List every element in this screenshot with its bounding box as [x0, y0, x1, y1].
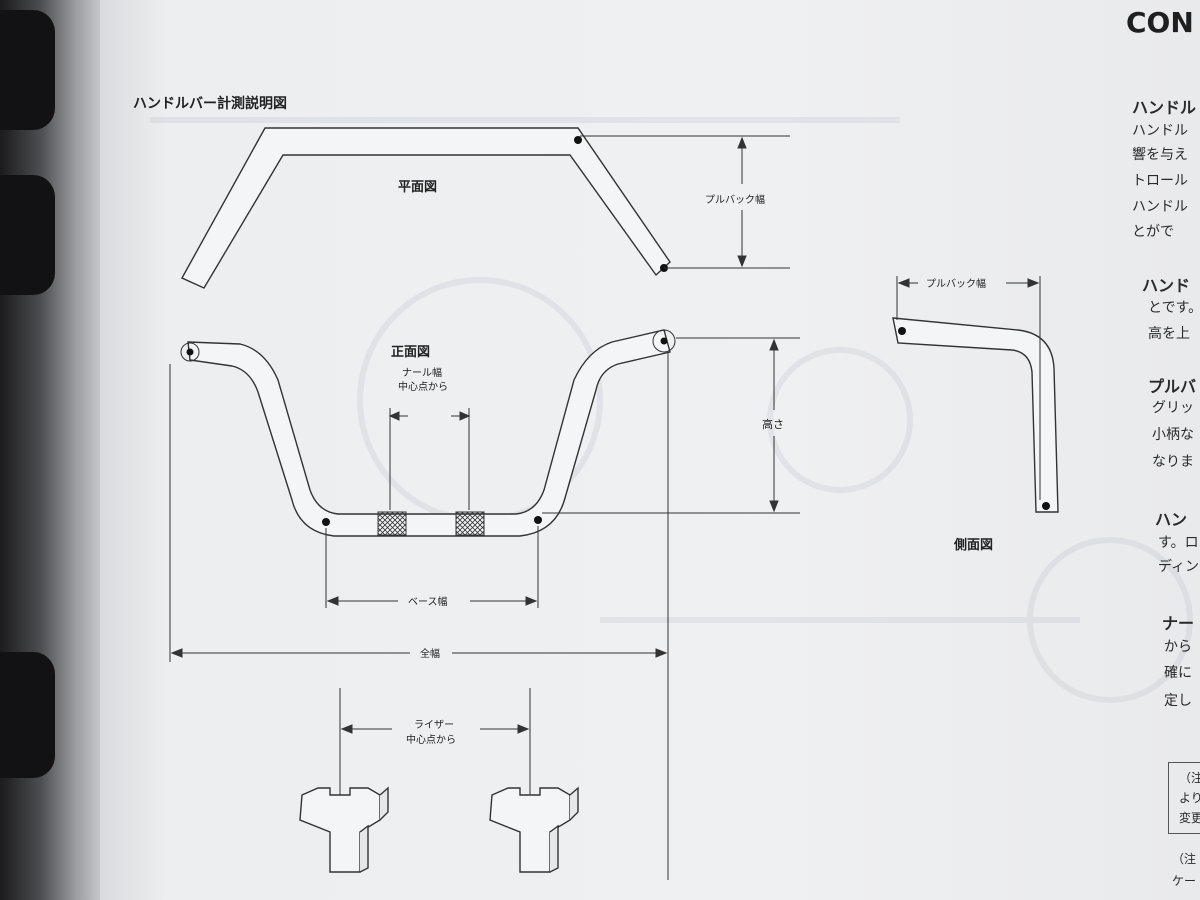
right-column-line: ハン: [1155, 510, 1188, 529]
right-column-header: CON: [1126, 6, 1194, 39]
right-column-line: 高を上: [1148, 326, 1190, 342]
overall-width-dimension: [169, 352, 669, 880]
front-view-bar: [187, 329, 671, 537]
right-column-line: とです。: [1148, 300, 1200, 316]
right-column-line: ハンド: [1142, 276, 1191, 295]
right-column-line: グリッ: [1152, 400, 1194, 416]
note-line: （注: [1179, 771, 1200, 785]
right-column-line: ハンドル: [1132, 98, 1197, 117]
riser-left: [299, 786, 389, 873]
right-column-line: 小柄な: [1152, 427, 1194, 443]
right-column-line: から: [1164, 639, 1192, 655]
book-spine: [0, 0, 100, 900]
front-bar-end-left: [180, 342, 200, 362]
front-bar-point: [660, 337, 668, 345]
riser-right: [489, 786, 579, 873]
front-bar-point: [322, 518, 330, 526]
index-tab: [0, 652, 55, 778]
right-column-line: なりま: [1152, 454, 1194, 470]
right-column-line: プルバ: [1148, 377, 1197, 396]
knurl-width-label: ナール幅: [402, 366, 442, 379]
top-view-bar: [181, 127, 671, 289]
right-column-line: ハンドル: [1132, 123, 1188, 139]
right-column-line: す。ロ: [1158, 535, 1199, 551]
knurl-width-sublabel: 中心点から: [398, 380, 448, 393]
diagram-title: ハンドルバー計測説明図: [133, 95, 287, 112]
side-view-label: 側面図: [953, 537, 993, 553]
right-column-line: ハンドル: [1132, 199, 1188, 215]
knurl-patch-left: [377, 511, 407, 536]
manual-page: 平面図 プルバック幅 正面図: [100, 0, 1200, 900]
handlebar-measurement-diagram: 平面図 プルバック幅 正面図: [133, 95, 1193, 880]
side-pullback-label: プルバック幅: [926, 277, 986, 290]
height-dimension: [542, 337, 800, 514]
right-column-line: 響を与え: [1132, 147, 1188, 163]
footer-line: （注: [1172, 852, 1197, 866]
base-width-dimension: [325, 526, 539, 608]
note-box: （注 より 変更: [1168, 762, 1200, 834]
knurl-patch-right: [455, 511, 485, 536]
right-column-line: 確に: [1164, 665, 1192, 681]
index-tab: [0, 10, 55, 130]
height-label: 高さ: [762, 417, 784, 431]
footer-line: ケー: [1172, 874, 1197, 888]
top-view-point: [574, 136, 582, 144]
side-pullback-dimension: [896, 276, 1041, 500]
side-view-point: [1042, 502, 1050, 510]
front-bar-point: [534, 516, 542, 524]
overall-width-label: 全幅: [420, 647, 440, 660]
side-view-bar: [892, 317, 1059, 513]
riser-label: ライザー: [414, 719, 454, 731]
right-column-line: ディン: [1158, 559, 1200, 575]
right-column-line: 定し: [1164, 693, 1192, 709]
base-width-label: ベース幅: [408, 595, 448, 608]
pullback-label: プルバック幅: [705, 193, 765, 206]
pullback-dimension: [580, 135, 790, 269]
front-bar-end-right: [652, 329, 676, 353]
note-line: 変更: [1179, 811, 1200, 825]
side-view-point: [898, 327, 906, 335]
index-tab: [0, 175, 55, 295]
front-view-label: 正面図: [391, 345, 430, 360]
right-column-line: トロール: [1132, 173, 1188, 189]
top-view-label: 平面図: [398, 180, 437, 195]
front-bar-point: [186, 348, 194, 356]
note-line: より: [1179, 791, 1200, 805]
knurl-width-dimension: [388, 408, 471, 510]
right-column-line: とがで: [1132, 224, 1174, 240]
riser-dimension: [339, 688, 531, 798]
right-column-line: ナー: [1162, 614, 1195, 633]
riser-sublabel: 中心点から: [406, 733, 456, 746]
